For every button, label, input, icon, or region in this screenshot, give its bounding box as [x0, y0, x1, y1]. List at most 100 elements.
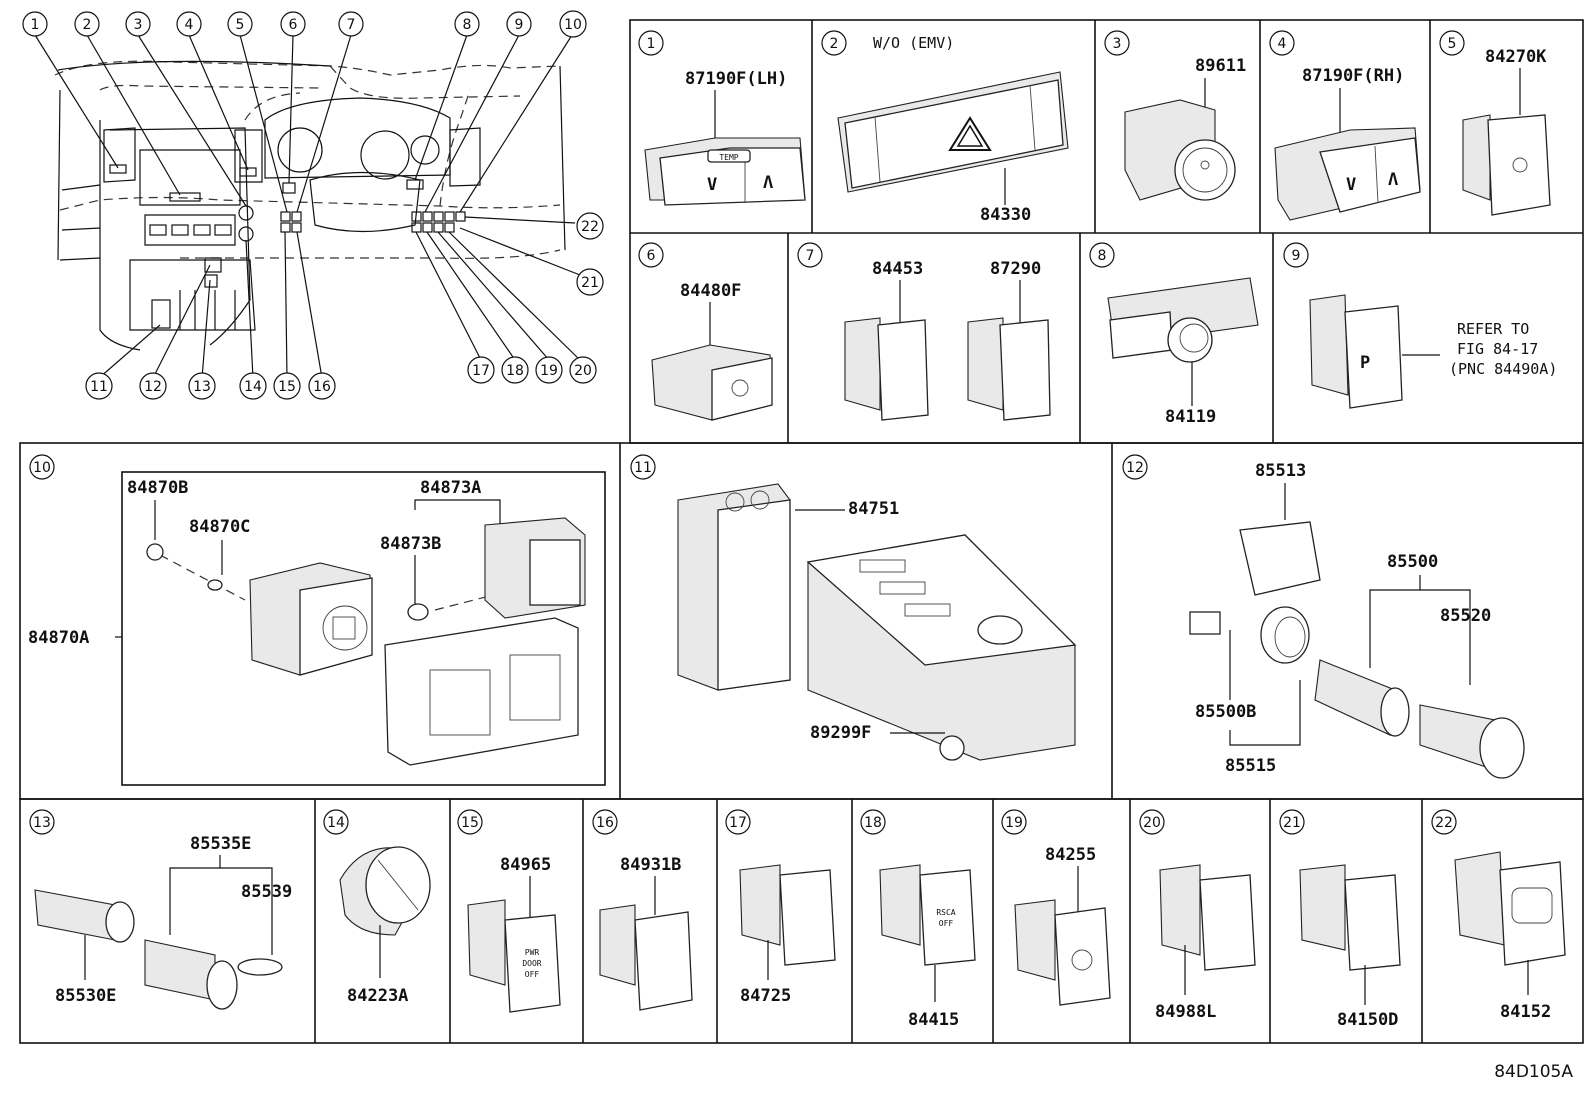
panel-22-index: 22	[1435, 815, 1453, 831]
overview-callout-7-label: 7	[347, 17, 356, 33]
refer-to-label: REFER TO	[1457, 320, 1529, 338]
panel-11: 11 84751 89299F	[630, 454, 1077, 761]
part-87290: 87290	[990, 259, 1041, 279]
panel-20-index: 20	[1143, 815, 1161, 831]
panel-15: 15 84965 PWR DOOR OFF	[457, 809, 561, 1013]
pwr-door-off-label: OFF	[525, 970, 540, 979]
overview-callouts: 1 2 3 4 5 6 7 8 9 10 11 12 13 14 15 16 1…	[22, 10, 604, 400]
overview-callout-1-label: 1	[31, 17, 40, 33]
panel-16: 16 84931B	[592, 809, 693, 1011]
panel-6-index: 6	[647, 248, 656, 264]
part-84480F: 84480F	[680, 281, 741, 301]
overview-callout-20-label: 20	[574, 363, 592, 379]
overview-callout-5-label: 5	[236, 17, 245, 33]
overview-callout-9-label: 9	[515, 17, 524, 33]
part-85530E: 85530E	[55, 986, 116, 1006]
panel-4-down-label: V	[1346, 175, 1356, 195]
panel-22: 22 84152	[1431, 809, 1566, 1022]
panel-3-index: 3	[1113, 36, 1122, 52]
panel-9-index: 9	[1292, 248, 1301, 264]
part-85515: 85515	[1225, 756, 1276, 776]
pwr-label: PWR	[525, 948, 540, 957]
panel-18: 18 RSCA OFF 84415	[860, 809, 976, 1030]
panel-19: 19 84255	[1001, 809, 1111, 1006]
overview-callout-10-label: 10	[564, 17, 582, 33]
part-85539: 85539	[241, 882, 292, 902]
overview-callout-11-label: 11	[90, 379, 108, 395]
panel-2-note: W/O (EMV)	[873, 34, 954, 52]
panel-4-up-label: Λ	[1388, 170, 1398, 190]
overview-callout-8-label: 8	[463, 17, 472, 33]
panel-10-index: 10	[33, 460, 51, 476]
part-89299F: 89299F	[810, 723, 871, 743]
panel-15-index: 15	[461, 815, 479, 831]
part-85500B: 85500B	[1195, 702, 1256, 722]
overview-callout-14-label: 14	[244, 379, 262, 395]
part-84725: 84725	[740, 986, 791, 1006]
panel-17: 17 84725	[725, 809, 836, 1006]
part-89611: 89611	[1195, 56, 1246, 76]
door-label: DOOR	[522, 959, 541, 968]
part-87190F-LH: 87190F(LH)	[685, 69, 787, 89]
panel-7-index: 7	[806, 248, 815, 264]
part-84873B: 84873B	[380, 534, 441, 554]
panel-3: 3 89611	[1104, 30, 1246, 201]
panel-4: 4 87190F(RH) V Λ	[1269, 30, 1421, 221]
panel-11-index: 11	[634, 460, 652, 476]
overview-callout-13-label: 13	[193, 379, 211, 395]
part-84870A: 84870A	[28, 628, 89, 648]
panel-12: 12 85513 85500 85520 85500B 85515	[1122, 454, 1525, 779]
panel-13-index: 13	[33, 815, 51, 831]
panel-6: 6 84480F	[638, 242, 773, 421]
down-arrow-label: V	[707, 175, 717, 195]
part-84870B: 84870B	[127, 478, 188, 498]
part-84965: 84965	[500, 855, 551, 875]
panel-14: 14 84223A	[323, 809, 431, 1006]
part-84152: 84152	[1500, 1002, 1551, 1022]
overview-callout-4-label: 4	[185, 17, 194, 33]
panel-21-index: 21	[1283, 815, 1301, 831]
overview-callout-2-label: 2	[83, 17, 92, 33]
part-84931B: 84931B	[620, 855, 681, 875]
part-85520: 85520	[1440, 606, 1491, 626]
panel-21: 21 84150D	[1279, 809, 1401, 1030]
panel-17-index: 17	[729, 815, 747, 831]
overview-callout-19-label: 19	[540, 363, 558, 379]
part-84751: 84751	[848, 499, 899, 519]
overview-callout-6-label: 6	[289, 17, 298, 33]
temp-label: TEMP	[719, 153, 738, 162]
overview-callout-12-label: 12	[144, 379, 162, 395]
part-84270K: 84270K	[1485, 47, 1547, 67]
overview-callout-21-label: 21	[581, 275, 599, 291]
panel-16-index: 16	[596, 815, 614, 831]
panel-14-index: 14	[327, 815, 345, 831]
panel-10: 10 84870B 84870C 84873A 84873B 84870A	[28, 454, 606, 786]
part-84870C: 84870C	[189, 517, 250, 537]
up-arrow-label: Λ	[763, 173, 773, 193]
part-84988L: 84988L	[1155, 1002, 1216, 1022]
diagram-code: 84D105A	[1494, 1062, 1573, 1082]
rsca-off-label: OFF	[939, 919, 954, 928]
overview-leaders	[34, 34, 581, 379]
panel-9: 9 P REFER TO FIG 84-17 (PNC 84490A)	[1283, 242, 1557, 409]
part-84223A: 84223A	[347, 986, 408, 1006]
panel-7: 7 84453 87290	[797, 242, 1051, 421]
overview-callout-18-label: 18	[506, 363, 524, 379]
panel-18-index: 18	[864, 815, 882, 831]
rsca-label: RSCA	[936, 908, 955, 917]
panel-5: 5 84270K	[1439, 30, 1551, 216]
overview-callout-17-label: 17	[472, 363, 490, 379]
panel-4-index: 4	[1278, 36, 1287, 52]
refer-pnc-label: (PNC 84490A)	[1449, 360, 1557, 378]
part-84255: 84255	[1045, 845, 1096, 865]
panel-2-index: 2	[830, 36, 839, 52]
part-84453: 84453	[872, 259, 923, 279]
parking-switch-label: P	[1360, 353, 1370, 373]
part-85535E: 85535E	[190, 834, 251, 854]
panel-13: 13 85535E 85539 85530E	[29, 809, 292, 1010]
panel-8: 8 84119	[1089, 242, 1259, 427]
part-84119: 84119	[1165, 407, 1216, 427]
overview-callout-3-label: 3	[134, 17, 143, 33]
panel-grid	[19, 19, 1584, 1044]
panel-12-index: 12	[1126, 460, 1144, 476]
